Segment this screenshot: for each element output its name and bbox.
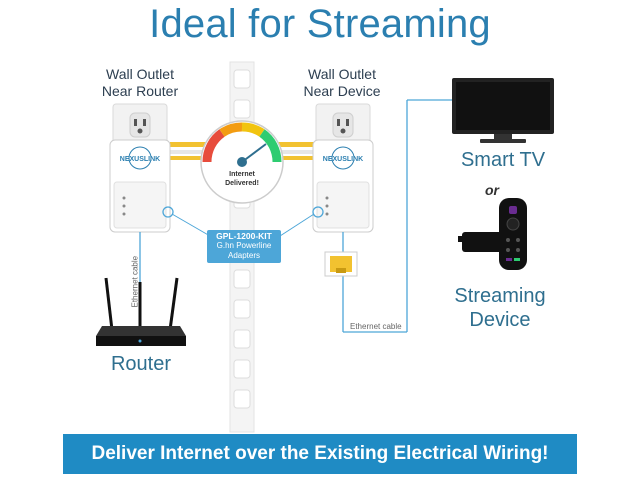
right-outlet-label: Wall Outlet Near Device xyxy=(292,66,392,100)
ethernet-cables xyxy=(139,99,452,333)
bottom-banner: Deliver Internet over the Existing Elect… xyxy=(63,434,577,474)
speed-gauge-icon: Internet Delivered! xyxy=(200,120,284,204)
streaming-device-icon xyxy=(458,198,527,270)
tv-label: Smart TV xyxy=(460,149,546,171)
left-outlet-label: Wall Outlet Near Router xyxy=(90,66,190,100)
ethernet-port-icon xyxy=(324,251,358,277)
nexuslink-logo-right: NEXUSLINK xyxy=(323,146,363,170)
right-outlet-line2: Near Device xyxy=(303,83,381,99)
kit-line2: G.hn Powerline xyxy=(216,241,272,250)
kit-info-box: GPL-1200-KIT G.hn Powerline Adapters xyxy=(207,230,281,263)
streaming-line1: Streaming xyxy=(454,285,546,307)
kit-model: GPL-1200-KIT xyxy=(216,231,272,241)
kit-pointer-lines xyxy=(171,213,315,237)
kit-line3: Adapters xyxy=(227,251,261,260)
gauge-line1: Internet xyxy=(229,171,255,178)
cable-right-label: Ethernet cable xyxy=(350,322,402,331)
left-outlet-line1: Wall Outlet xyxy=(106,66,174,82)
cable-left-label: Ethernet cable xyxy=(130,255,140,308)
left-powerline-adapter xyxy=(109,139,174,233)
or-label: or xyxy=(485,182,499,198)
streaming-line2: Device xyxy=(469,309,531,331)
right-powerline-adapter xyxy=(312,139,374,233)
brand-right: NEXUSLINK xyxy=(323,156,363,163)
right-wall-outlet xyxy=(315,103,371,147)
streaming-label: Streaming Device xyxy=(430,284,570,332)
router-icon xyxy=(96,277,186,346)
brand-left: NEXUSLINK xyxy=(120,156,160,163)
right-outlet-line1: Wall Outlet xyxy=(308,66,376,82)
gauge-line2: Delivered! xyxy=(225,180,259,187)
router-label: Router xyxy=(110,353,172,375)
nexuslink-logo-left: NEXUSLINK xyxy=(120,146,160,170)
page-title: Ideal for Streaming xyxy=(149,2,491,46)
left-outlet-line2: Near Router xyxy=(101,83,179,99)
smart-tv-icon xyxy=(452,78,554,143)
